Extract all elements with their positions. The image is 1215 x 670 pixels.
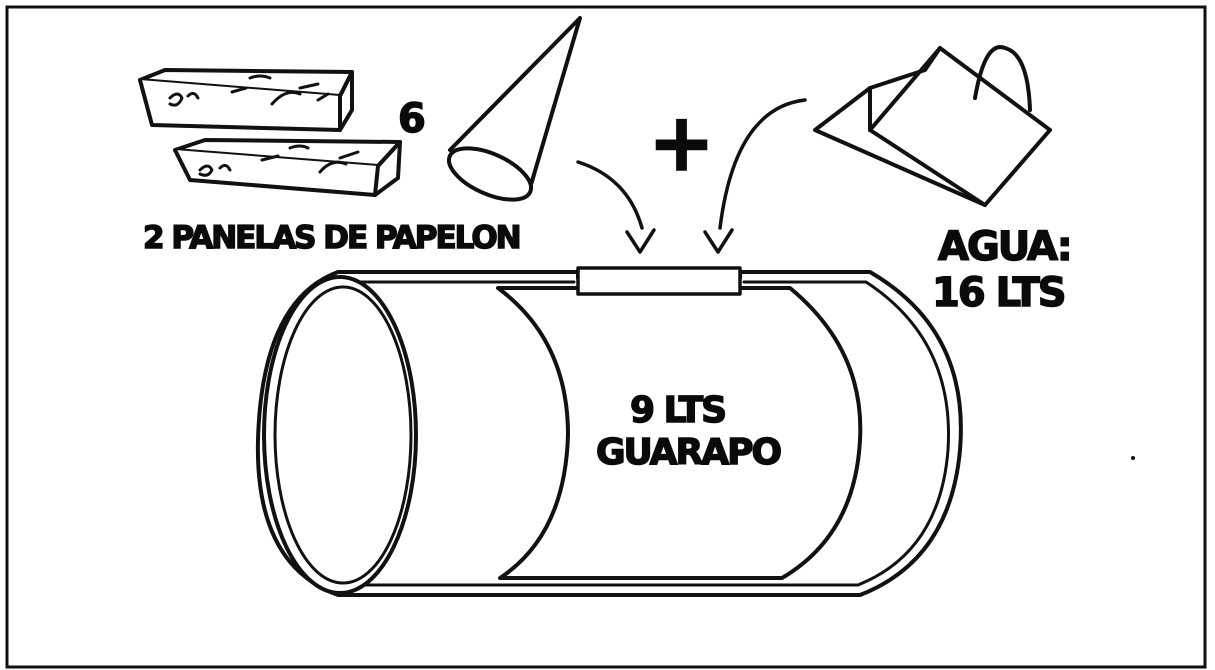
watering-can-icon [813, 45, 1052, 207]
arrow-from-cone-icon [576, 160, 656, 254]
barrel-label-line2: GUARAPO [596, 432, 781, 473]
papelon-block-top [138, 68, 354, 132]
barrel [255, 266, 963, 597]
arrow-from-watering-can-icon [703, 98, 807, 254]
count-six: 6 [398, 96, 424, 142]
paper-cone-icon [446, 16, 582, 202]
agua-label-line2: 16 LTS [932, 270, 1065, 316]
agua-label-line1: AGUA: [938, 224, 1071, 270]
speck-dot [1131, 456, 1135, 460]
papelon-block-bottom [173, 138, 402, 197]
panelas-label: 2 PANELAS DE PAPELON [143, 220, 520, 256]
barrel-label-line1: 9 LTS [630, 390, 725, 431]
plus-sign: + [648, 96, 713, 189]
